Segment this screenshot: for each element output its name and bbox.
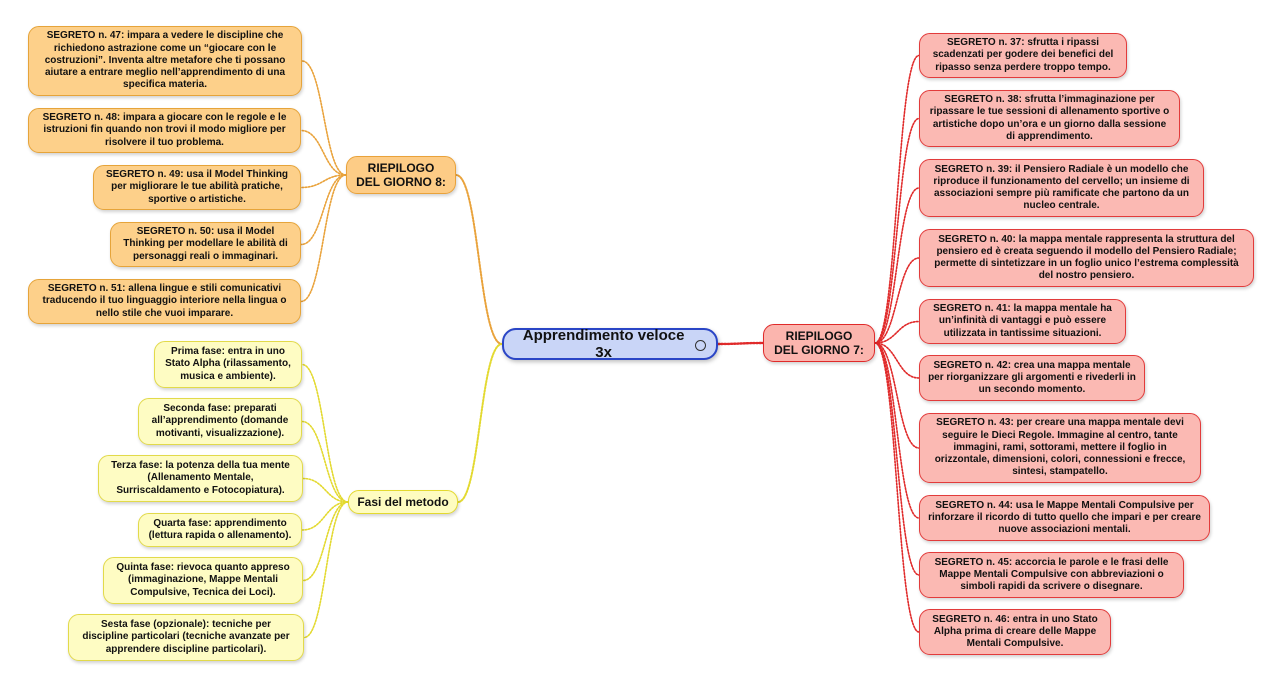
connector-secret-42 [874, 342, 920, 379]
phase-4[interactable]: Quarta fase: apprendimento (lettura rapi… [138, 513, 302, 547]
connector-secret-49 [300, 174, 347, 189]
phase-5[interactable]: Quinta fase: rievoca quanto appreso (imm… [103, 557, 303, 604]
connector-phase-4 [301, 501, 349, 531]
secret-41[interactable]: SEGRETO n. 41: la mappa mentale ha un’in… [919, 299, 1126, 344]
connector-secret-38 [874, 117, 920, 344]
connector-secret-46 [874, 342, 920, 633]
branch-day7-label: RIEPILOGO DEL GIORNO 7: [774, 329, 864, 357]
connector-central-day7 [716, 341, 765, 346]
connector-central-day8 [455, 174, 503, 345]
connector-secret-48 [300, 129, 347, 176]
secret-38[interactable]: SEGRETO n. 38: sfrutta l’immaginazione p… [919, 90, 1180, 147]
connector-phase-1 [301, 363, 349, 503]
connector-secret-43 [874, 342, 920, 449]
secret-46[interactable]: SEGRETO n. 46: entra in uno Stato Alpha … [919, 609, 1111, 655]
phase-3[interactable]: Terza fase: la potenza della tua mente (… [98, 455, 303, 502]
connector-secret-50 [300, 174, 347, 246]
connector-secret-51 [300, 174, 347, 303]
secret-37[interactable]: SEGRETO n. 37: sfrutta i ripassi scadenz… [919, 33, 1127, 78]
central-topic[interactable]: Apprendimento veloce 3x [502, 327, 718, 361]
connector-secret-45 [874, 342, 920, 576]
phase-2[interactable]: Seconda fase: preparati all’apprendiment… [138, 398, 302, 445]
secret-51[interactable]: SEGRETO n. 51: allena lingue e stili com… [28, 279, 301, 324]
connector-secret-37 [874, 54, 920, 344]
connector-secret-40 [874, 257, 920, 344]
connector-central-method [457, 343, 503, 503]
secret-42[interactable]: SEGRETO n. 42: crea una mappa mentale pe… [919, 355, 1145, 401]
secret-39[interactable]: SEGRETO n. 39: il Pensiero Radiale è un … [919, 159, 1204, 217]
secret-43[interactable]: SEGRETO n. 43: per creare una mappa ment… [919, 413, 1201, 483]
secret-40[interactable]: SEGRETO n. 40: la mappa mentale rapprese… [919, 229, 1254, 287]
branch-method-label: Fasi del metodo [357, 495, 449, 509]
secret-44[interactable]: SEGRETO n. 44: usa le Mappe Mentali Comp… [919, 495, 1210, 541]
phase-1[interactable]: Prima fase: entra in uno Stato Alpha (ri… [154, 341, 302, 388]
connector-secret-39 [874, 187, 920, 344]
connector-phase-3 [302, 477, 349, 503]
gear-icon [695, 339, 706, 351]
connector-phase-6 [303, 501, 349, 639]
connector-secret-41 [874, 320, 920, 344]
phase-6[interactable]: Sesta fase (opzionale): tecniche per dis… [68, 614, 304, 661]
secret-50[interactable]: SEGRETO n. 50: usa il Model Thinking per… [110, 222, 301, 267]
branch-day7[interactable]: RIEPILOGO DEL GIORNO 7: [763, 324, 875, 362]
central-topic-title: Apprendimento veloce 3x [522, 327, 685, 361]
connector-phase-2 [301, 420, 349, 503]
branch-day8[interactable]: RIEPILOGO DEL GIORNO 8: [346, 156, 456, 194]
connector-phase-5 [302, 501, 349, 582]
connector-secret-47 [301, 60, 347, 176]
branch-day8-label: RIEPILOGO DEL GIORNO 8: [356, 161, 446, 189]
secret-49[interactable]: SEGRETO n. 49: usa il Model Thinking per… [93, 165, 301, 210]
secret-47[interactable]: SEGRETO n. 47: impara a vedere le discip… [28, 26, 302, 96]
branch-method[interactable]: Fasi del metodo [348, 490, 458, 514]
secret-45[interactable]: SEGRETO n. 45: accorcia le parole e le f… [919, 552, 1184, 598]
secret-48[interactable]: SEGRETO n. 48: impara a giocare con le r… [28, 108, 301, 153]
